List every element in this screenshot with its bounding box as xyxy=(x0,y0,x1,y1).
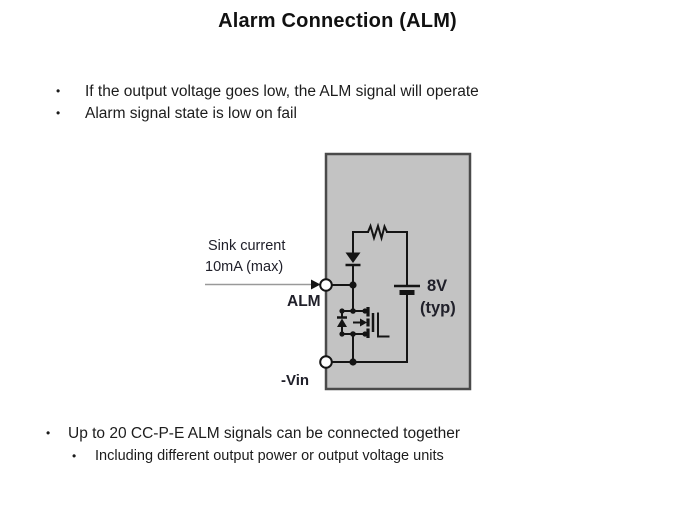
device-box xyxy=(324,152,472,391)
bullet-item: • Up to 20 CC-P-E ALM signals can be con… xyxy=(46,424,460,443)
bullet-text: Up to 20 CC-P-E ALM signals can be conne… xyxy=(68,425,461,442)
resistor-icon xyxy=(367,222,388,242)
battery-voltage-label: 8V xyxy=(427,277,448,295)
page-title: Alarm Connection (ALM) xyxy=(218,10,457,32)
alm-terminal-label: ALM xyxy=(287,293,321,310)
bullet-marker: • xyxy=(46,426,51,440)
bullet-text: Alarm signal state is low on fail xyxy=(85,105,297,122)
bullet-item: • Including different output power or ou… xyxy=(72,447,444,466)
sink-current-arrow xyxy=(205,279,321,290)
bullet-marker: • xyxy=(56,84,61,98)
bullet-marker: • xyxy=(56,106,61,120)
bullet-item: • Alarm signal state is low on fail xyxy=(56,104,297,123)
sink-current-label-line1: Sink current xyxy=(208,238,286,254)
junction-dots xyxy=(339,281,368,366)
diode-icon xyxy=(345,252,361,267)
mosfet-icon xyxy=(337,307,390,338)
alm-terminal-circle xyxy=(319,278,333,292)
bullet-marker: • xyxy=(72,449,77,463)
sink-current-label-line2: 10mA (max) xyxy=(205,259,284,275)
battery-qualifier-label: (typ) xyxy=(420,299,456,317)
bullet-item: • If the output voltage goes low, the AL… xyxy=(56,82,479,101)
bullet-text: Including different output power or outp… xyxy=(95,448,444,464)
battery-icon xyxy=(394,284,420,295)
vin-terminal-label: -Vin xyxy=(281,372,310,389)
vin-terminal-circle xyxy=(319,355,333,369)
bullet-text: If the output voltage goes low, the ALM … xyxy=(85,83,479,100)
